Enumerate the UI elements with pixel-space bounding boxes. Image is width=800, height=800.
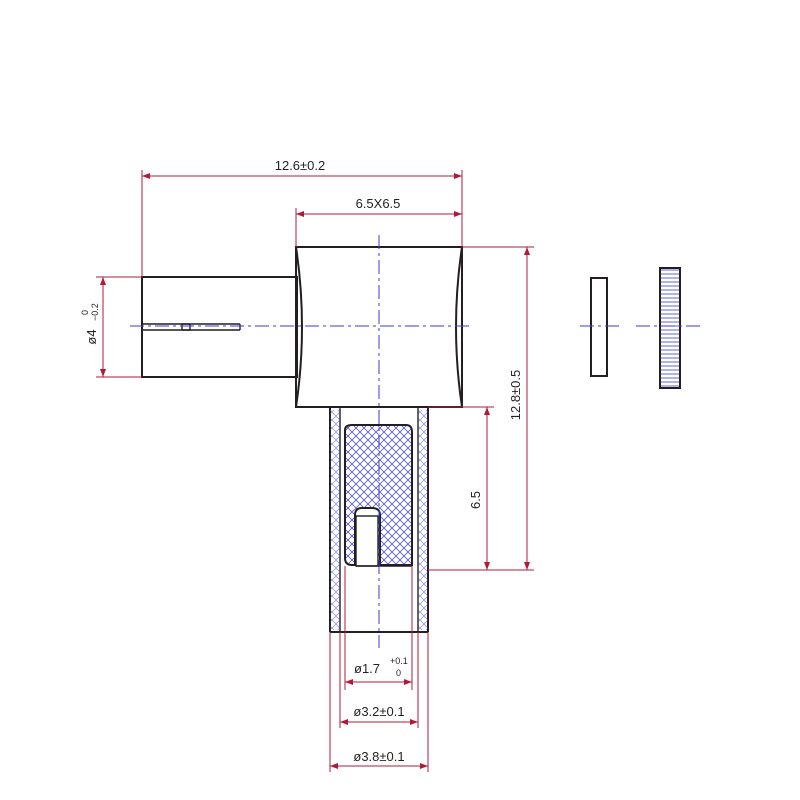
insertion-depth-label: 6.5	[468, 491, 483, 509]
dim-body-size: 6.5X6.5	[295, 196, 463, 247]
overall-height-label: 12.8±0.5	[508, 370, 523, 421]
dim-insertion-depth: 6.5	[428, 406, 494, 570]
pin	[141, 276, 298, 378]
side-view-washer	[590, 277, 608, 377]
centerlines	[130, 235, 700, 648]
dim-sleeve-outer-diameter: ø3.8±0.1	[329, 632, 429, 772]
pin-diameter-label: ø4	[84, 329, 99, 344]
dim-pin-diameter: ø4 0 −0.2	[80, 276, 142, 378]
dim-sleeve-inner-diameter: ø3.2±0.1	[339, 632, 419, 728]
inner-diameter-tol-upper: +0.1	[390, 656, 408, 666]
inner-diameter-label: ø1.7	[354, 661, 380, 676]
pin-diameter-tol-lower: −0.2	[90, 303, 100, 321]
overall-length-label: 12.6±0.2	[275, 158, 326, 173]
inner-diameter-tol-lower: 0	[396, 668, 401, 678]
sleeve-inner-diameter-label: ø3.2±0.1	[353, 704, 404, 719]
sleeve-outer-diameter-label: ø3.8±0.1	[353, 749, 404, 764]
dim-inner-diameter: ø1.7 +0.1 0	[344, 566, 413, 690]
side-view-nut	[659, 267, 681, 389]
dim-overall-height: 12.8±0.5	[428, 246, 534, 571]
dim-overall-length: 12.6±0.2	[141, 158, 463, 277]
pin-diameter-tol-upper: 0	[80, 310, 90, 315]
body-size-label: 6.5X6.5	[356, 196, 401, 211]
